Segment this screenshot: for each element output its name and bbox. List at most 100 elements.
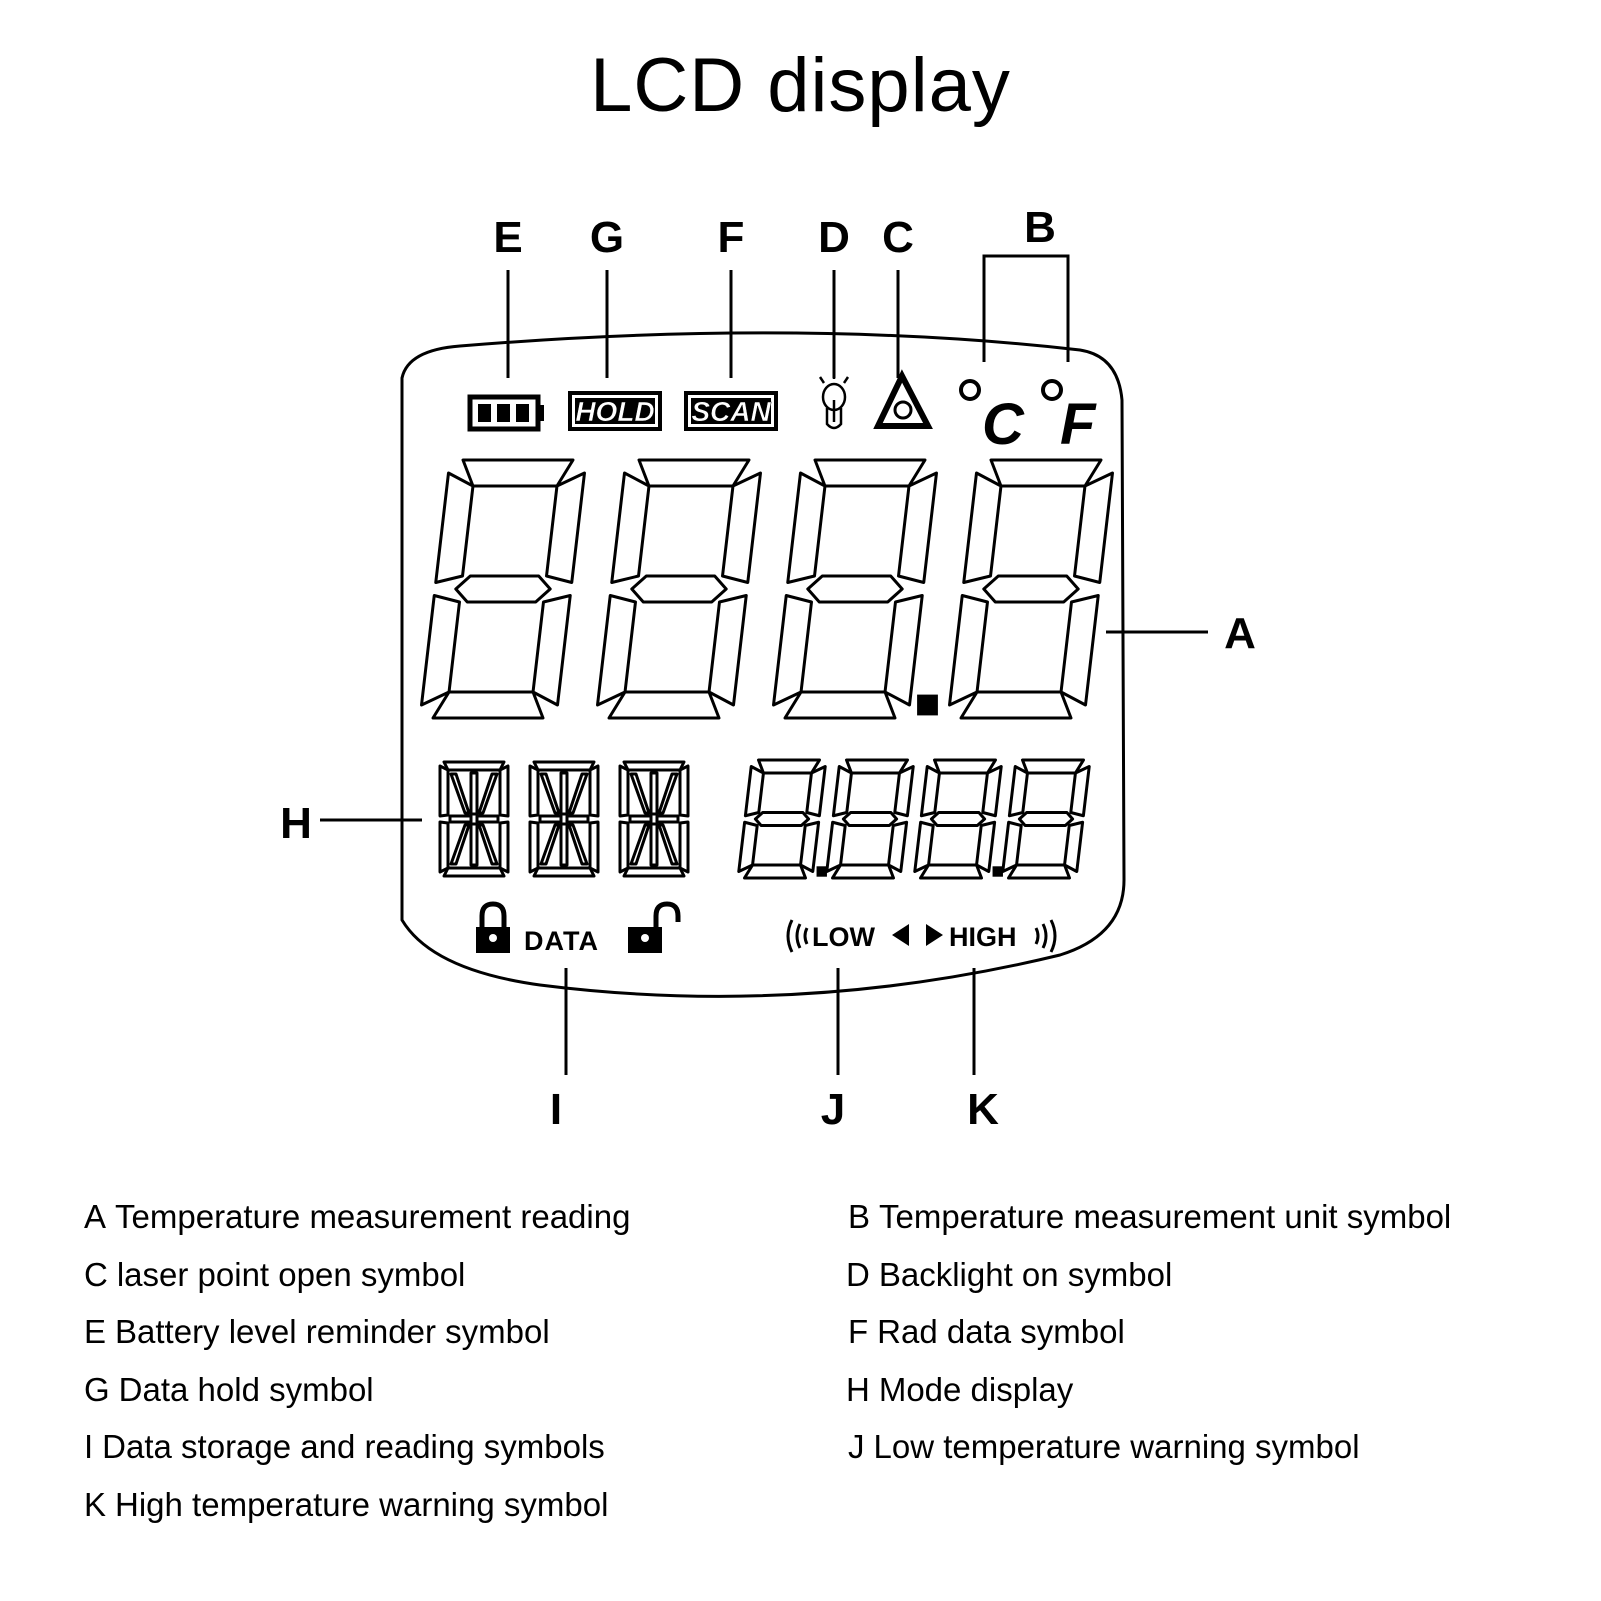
segment-ur: [498, 764, 510, 818]
callout-f: F: [718, 213, 745, 262]
segment-dul: [539, 772, 561, 815]
segment-f: [919, 765, 941, 818]
backlight-bulb-icon: [818, 372, 850, 430]
segment-b: [545, 471, 586, 584]
segment-top: [532, 760, 596, 772]
segment-ml: [448, 814, 473, 824]
segment-g: [454, 574, 552, 604]
low-warning-symbol: LOW: [786, 919, 909, 953]
segment-ul: [438, 764, 450, 818]
lock-icon: [476, 901, 510, 953]
legend-text: Low temperature warning symbol: [873, 1428, 1360, 1465]
legend-text: Mode display: [878, 1371, 1074, 1408]
alphanumeric-digit: [618, 760, 690, 878]
segment-a: [933, 758, 997, 775]
callout-j: J: [821, 1085, 845, 1134]
callout-e: E: [493, 213, 522, 262]
low-label: LOW: [812, 922, 875, 952]
segment-b: [1069, 765, 1091, 818]
alphanumeric-digit: [528, 760, 600, 878]
segment-d: [607, 690, 721, 720]
high-warning-symbol: HIGH: [926, 919, 1057, 953]
segment-f: [786, 471, 827, 584]
segment-c: [1063, 820, 1085, 873]
segment-b: [893, 765, 915, 818]
segment-c: [799, 820, 821, 873]
legend-text: Temperature measurement reading: [115, 1198, 631, 1235]
segment-c: [1059, 594, 1100, 707]
segment-e: [737, 820, 759, 873]
seven-segment-digit: [825, 758, 915, 880]
seven-segment-digit: [772, 458, 938, 720]
segment-e: [948, 594, 989, 707]
unit-celsius-symbol: C: [959, 379, 1025, 457]
segment-ul: [618, 764, 630, 818]
mode-display-digits: [438, 760, 690, 878]
seven-segment-digit: [420, 458, 586, 720]
segment-ml: [628, 814, 653, 824]
segment-g: [841, 811, 899, 827]
segment-f: [831, 765, 853, 818]
segment-top: [622, 760, 686, 772]
legend-text: Battery level reminder symbol: [115, 1313, 550, 1350]
lcd-outline: [400, 331, 1126, 998]
segment-e: [596, 594, 637, 707]
segment-cu: [469, 771, 479, 816]
segment-mr: [565, 814, 590, 824]
segment-dul: [629, 772, 651, 815]
seven-segment-digit: [1001, 758, 1091, 880]
segment-c: [531, 594, 572, 707]
legend-key: E: [84, 1313, 107, 1350]
legend-text: Data storage and reading symbols: [102, 1428, 605, 1465]
segment-cu: [559, 771, 569, 816]
segment-b: [981, 765, 1003, 818]
segment-f: [1007, 765, 1029, 818]
callout-i: I: [550, 1085, 562, 1134]
segment-ml: [538, 814, 563, 824]
callout-d: D: [818, 213, 850, 262]
legend-key: K: [84, 1486, 107, 1523]
segment-g: [929, 811, 987, 827]
segment-e: [420, 594, 461, 707]
segment-e: [825, 820, 847, 873]
segment-top: [442, 760, 506, 772]
legend-text: Temperature measurement unit symbol: [879, 1198, 1452, 1235]
segment-dll: [629, 823, 651, 866]
callout-g: G: [590, 213, 624, 262]
leader-lines: [320, 254, 1208, 1075]
segment-bottom: [532, 866, 596, 878]
segment-d: [959, 690, 1073, 720]
segment-f: [610, 471, 651, 584]
scan-symbol: SCAN: [684, 391, 778, 431]
segment-a: [461, 458, 575, 488]
seven-segment-digit: [913, 758, 1003, 880]
segment-b: [1073, 471, 1114, 584]
laser-point-icon: [873, 369, 933, 429]
segment-dll: [449, 823, 471, 866]
hold-symbol: HOLD: [568, 391, 662, 431]
legend-text: Data hold symbol: [118, 1371, 374, 1408]
callout-b: B: [1024, 203, 1056, 252]
segment-a: [757, 758, 821, 775]
segment-d: [1007, 863, 1071, 880]
unit-celsius-letter: C: [982, 392, 1025, 457]
legend-key: B: [848, 1198, 871, 1235]
decimal-point: [816, 866, 827, 877]
unlock-icon: [628, 901, 681, 953]
segment-b: [721, 471, 762, 584]
callout-h: H: [280, 799, 312, 848]
hold-label: HOLD: [575, 396, 654, 427]
segment-f: [434, 471, 475, 584]
seven-segment-digit: [948, 458, 1114, 720]
segment-f: [962, 471, 1003, 584]
segment-ll: [438, 820, 450, 874]
segment-f: [743, 765, 765, 818]
legend-key: C: [84, 1256, 108, 1293]
segment-mr: [475, 814, 500, 824]
segment-c: [883, 594, 924, 707]
